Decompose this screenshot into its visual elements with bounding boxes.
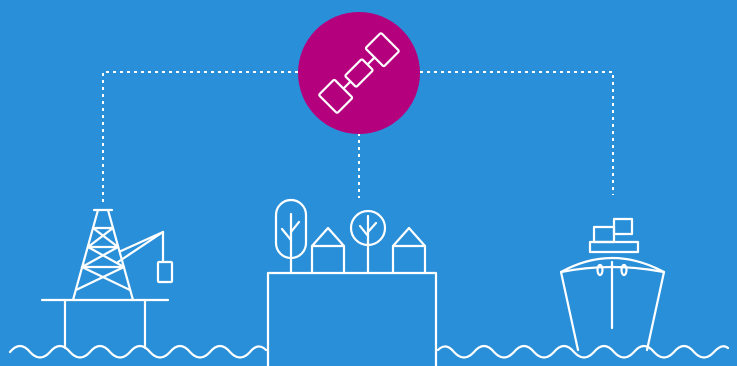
satellite-hub — [298, 12, 420, 134]
satellite-circle — [298, 12, 420, 134]
